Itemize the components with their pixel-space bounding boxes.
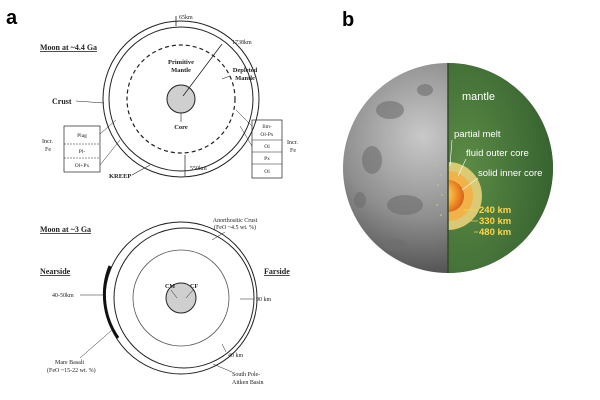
kreep-label: KREEP [109, 173, 131, 180]
top-title: Moon at ~4.4 Ga [40, 43, 97, 52]
radius-line [182, 43, 223, 97]
right-box-row-3: Ol [264, 144, 270, 150]
label-90km: 90 km [256, 297, 272, 303]
depleted-boundary-circle [126, 44, 236, 154]
crater-3 [387, 195, 423, 215]
crater-2 [362, 146, 382, 174]
inner-core-pointer [461, 177, 479, 191]
outer-core-pointer [457, 158, 467, 177]
crater-6 [354, 192, 366, 208]
cf-label: CF [190, 284, 198, 290]
depleted-pointer [221, 75, 231, 80]
left-box-row-1: Plag [77, 133, 87, 139]
inner-core-layer [448, 180, 464, 212]
core-label: Core [174, 124, 188, 131]
mantle-circle [132, 249, 230, 347]
right-box-pointer-1 [235, 109, 253, 127]
crust-outer-circle [102, 20, 260, 178]
right-box-row-5: Ol [264, 169, 270, 175]
farside-label: Farside [264, 267, 290, 276]
right-box-row-2: Ol-Px [260, 132, 273, 138]
moon-craters [354, 84, 433, 251]
incr-fe-left-1: Incr. [42, 139, 53, 145]
kreep-pointer [131, 164, 151, 176]
right-box-row-4: Px [264, 156, 270, 162]
core-circle [166, 84, 196, 114]
mantle-label: mantle [462, 91, 495, 103]
crater-5 [383, 239, 407, 251]
label-65km: 65km [179, 15, 193, 21]
mare-pointer [79, 329, 113, 359]
mare-label-2: (FeO ~15-22 wt. %) [47, 367, 96, 374]
crust-inner-circle [108, 26, 254, 172]
crust-label: Crust [52, 97, 72, 106]
crater-1 [376, 101, 404, 119]
right-box-row-1: Ilm- [262, 124, 272, 130]
solid-inner-core-label: solid inner core [478, 168, 542, 179]
spa-label-2: Aitken Basin [232, 380, 264, 386]
incr-fe-right-2: Fe [290, 148, 296, 154]
label-40km: 40 km [228, 353, 244, 359]
left-box-pointer-2 [99, 139, 121, 166]
pointer-40km [221, 343, 227, 353]
crater-4 [417, 84, 433, 96]
outer-core-layer [448, 171, 473, 221]
depleted-label-1: Depleted [233, 67, 258, 74]
right-composition-box: Ilm- Ol-Px Ol Px Ol Incr. Fe [235, 109, 298, 179]
panel-b-label: b [342, 9, 354, 31]
left-box [63, 125, 101, 173]
depth-330km: 330 km [479, 216, 511, 227]
spa-pointer [212, 363, 233, 373]
left-box-row-2: Pl- [79, 149, 86, 155]
primitive-label-1: Primitive [168, 59, 194, 66]
depth-480km: 480 km [479, 227, 511, 238]
incr-fe-left-2: Fe [45, 147, 51, 153]
depth-240km: 240 km [479, 205, 511, 216]
anorthositic-label-1: Anorthositic Crust [213, 218, 258, 224]
cm-label: CM [165, 284, 175, 290]
label-550km: 550km [190, 166, 207, 172]
bottom-title: Moon at ~3 Ga [40, 225, 91, 234]
incr-fe-right-1: Incr. [287, 140, 298, 146]
left-box-row-3: Ol+Px [75, 163, 90, 169]
anorthositic-label-2: (FeO ~4.5 wt. %) [214, 224, 256, 231]
primitive-label-2: Mantle [171, 67, 191, 74]
moon-3ga-diagram: Moon at ~3 Ga Anorthositic Crust (FeO ~4… [40, 218, 290, 386]
mare-label-1: Mare Basalt [55, 360, 84, 366]
moon-4.4ga-diagram: Moon at ~4.4 Ga 65km 1738km Primitive Ma… [40, 15, 298, 180]
inner-crust-circle [113, 227, 255, 369]
cf-pointer [185, 289, 194, 299]
partial-melt-label: partial melt [454, 129, 501, 140]
moon-interior-illustration: mantle partial melt fluid outer core sol… [343, 63, 553, 273]
cut-face-dots [435, 164, 443, 216]
left-box-pointer-1 [99, 119, 117, 135]
right-box-pointer-2 [239, 125, 253, 147]
label-40-50km: 40-50km [52, 293, 74, 299]
anorthositic-pointer [211, 231, 226, 241]
fluid-outer-core-label: fluid outer core [466, 148, 529, 159]
crust-pointer [75, 100, 105, 104]
core-circle-3ga [165, 282, 197, 314]
partial-melt-pointer [449, 139, 453, 167]
right-box [251, 119, 283, 179]
nearside-label: Nearside [40, 267, 71, 276]
spa-label-1: South Pole- [232, 372, 260, 378]
label-1738km: 1738km [232, 40, 252, 46]
left-composition-box: Incr. Fe Plag Pl- Ol+Px [42, 119, 121, 173]
mare-basalt-arc [102, 265, 120, 339]
depleted-label-2: Mantle [235, 75, 255, 82]
panel-a-label: a [6, 7, 18, 29]
cm-pointer [170, 289, 178, 299]
